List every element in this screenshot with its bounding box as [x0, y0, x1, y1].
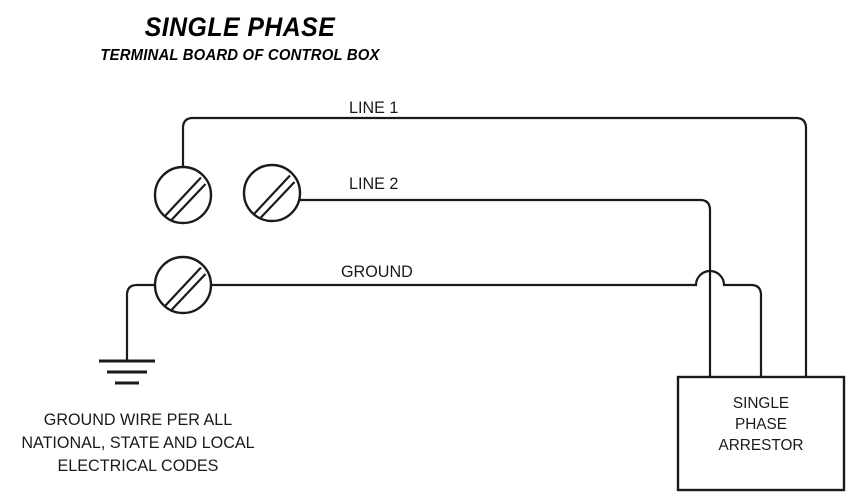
arrestor-label-line-1: SINGLE	[732, 395, 790, 412]
line1-label: LINE 1	[349, 98, 399, 117]
single-phase-arrestor-box[interactable]	[676, 375, 846, 492]
ground-note-line-1: GROUND WIRE PER ALL	[43, 410, 233, 429]
ground-label: GROUND	[341, 262, 413, 281]
line2-terminal[interactable]	[242, 163, 302, 223]
line2-wire	[300, 198, 712, 377]
ground-note-line-3: ELECTRICAL CODES	[57, 456, 219, 475]
arrestor-box-label: SINGLE PHASE ARRESTOR	[681, 393, 840, 456]
earth-ground-symbol	[99, 359, 155, 385]
arrestor-label-line-3: ARRESTOR	[718, 437, 804, 454]
screw-slot-icon	[163, 176, 207, 222]
page-subtitle: TERMINAL BOARD OF CONTROL BOX	[100, 47, 380, 64]
line1-wire	[181, 116, 808, 377]
page-title: SINGLE PHASE	[144, 12, 336, 42]
screw-slot-icon	[163, 266, 207, 312]
line1-terminal[interactable]	[153, 165, 213, 225]
ground-wire-right	[211, 269, 763, 377]
ground-wire-left	[125, 283, 155, 361]
screw-slot-icon	[252, 174, 296, 220]
ground-note-line-2: NATIONAL, STATE AND LOCAL	[21, 433, 255, 452]
ground-terminal[interactable]	[153, 255, 213, 315]
line2-label: LINE 2	[349, 174, 399, 193]
arrestor-label-line-2: PHASE	[734, 416, 788, 433]
ground-wire-note: GROUND WIRE PER ALL NATIONAL, STATE AND …	[9, 408, 267, 477]
